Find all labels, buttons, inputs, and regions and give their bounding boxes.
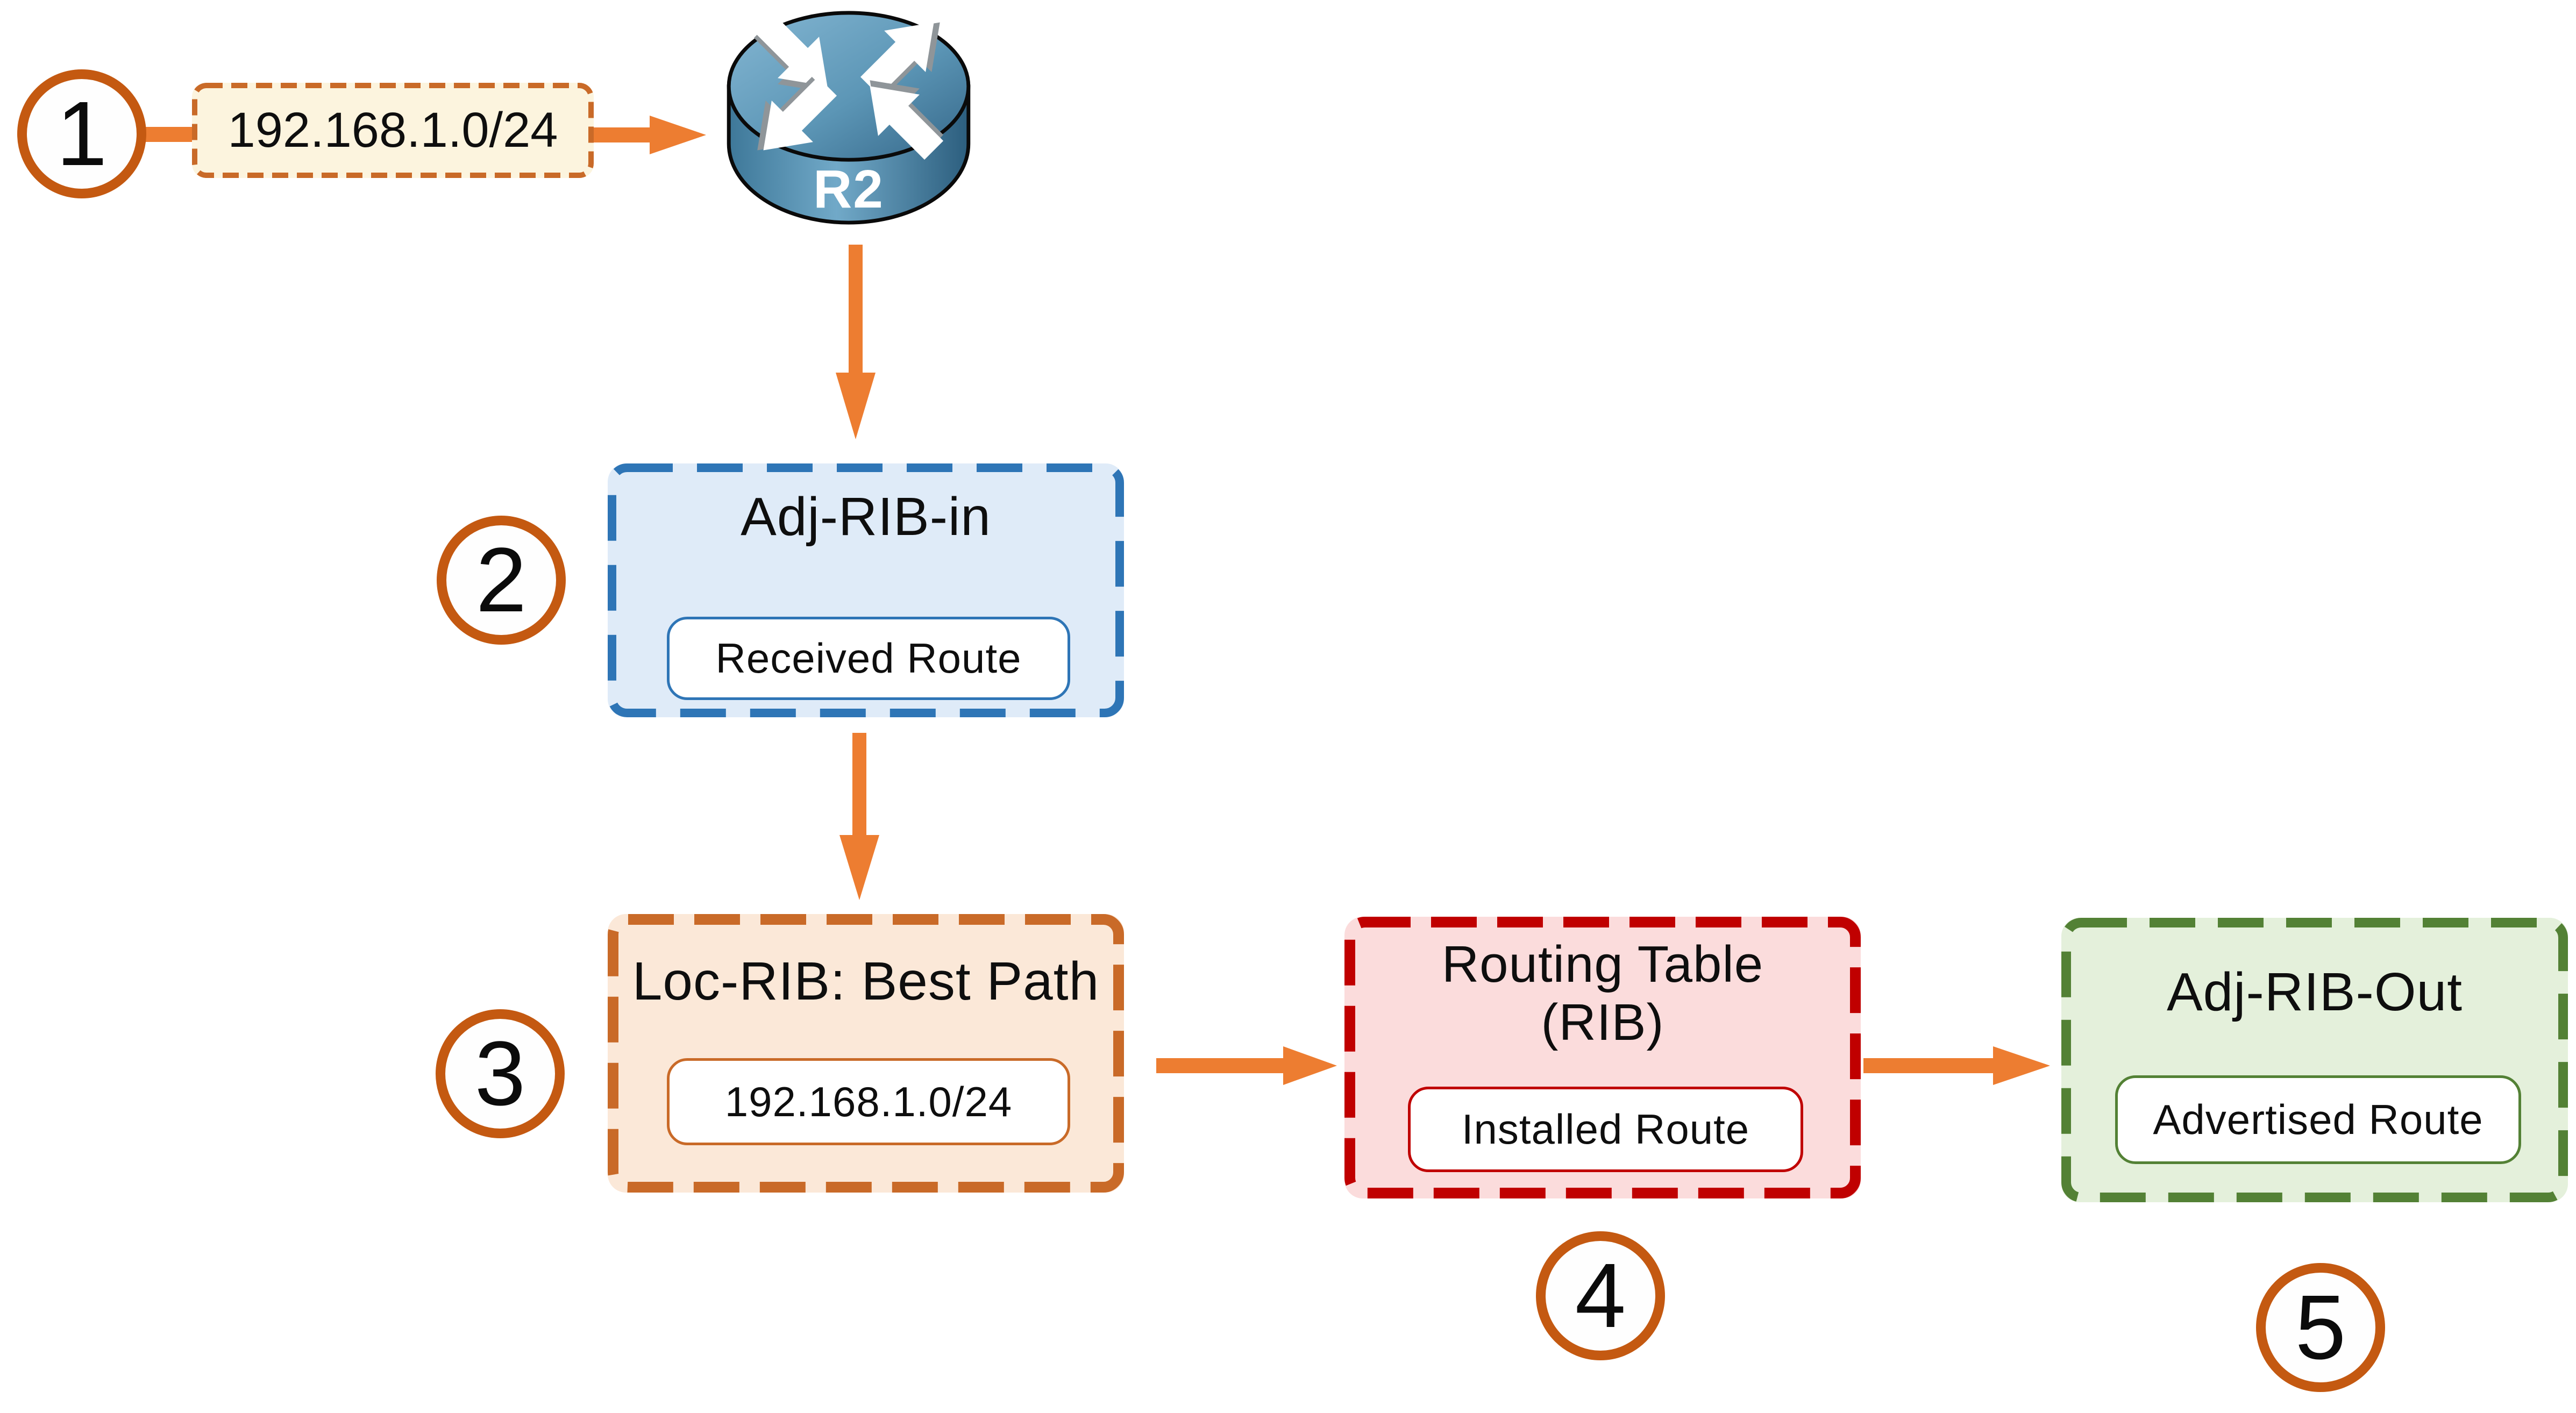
router-icon bbox=[727, 11, 971, 225]
routing-table-title-line2: (RIB) bbox=[1541, 993, 1664, 1051]
arrow-routing-table-to-adj-rib-out-icon bbox=[1863, 1046, 2050, 1085]
advertised-route-pill: Advertised Route bbox=[2115, 1075, 2521, 1164]
installed-route-pill: Installed Route bbox=[1408, 1087, 1803, 1172]
connector-step1-to-prefix bbox=[145, 127, 197, 142]
arrow-router-to-adj-rib-in-icon bbox=[836, 245, 876, 439]
routing-table-box: Routing Table (RIB) Installed Route bbox=[1344, 917, 1861, 1198]
step-badge-5: 5 bbox=[2256, 1263, 2385, 1392]
router-label: R2 bbox=[813, 159, 884, 219]
routing-table-title-line1: Routing Table bbox=[1441, 936, 1764, 993]
advertised-prefix-box: 192.168.1.0/24 bbox=[192, 83, 594, 178]
loc-rib-dashed-border bbox=[608, 914, 1124, 1193]
step-badge-3: 3 bbox=[436, 1009, 565, 1138]
routing-table-dashed-border bbox=[1344, 917, 1861, 1198]
adj-rib-out-dashed-border bbox=[2061, 918, 2568, 1202]
adj-rib-in-dashed-border bbox=[608, 463, 1124, 717]
prefix-box-dashed-border bbox=[192, 83, 594, 178]
step-number: 5 bbox=[2295, 1276, 2346, 1379]
adj-rib-in-box: Adj-RIB-in Received Route bbox=[608, 463, 1124, 717]
adj-rib-out-title: Adj-RIB-Out bbox=[2166, 962, 2463, 1022]
adj-rib-in-title: Adj-RIB-in bbox=[741, 487, 991, 547]
router-arrows-icon bbox=[753, 13, 944, 160]
step-number: 3 bbox=[474, 1023, 526, 1125]
loc-rib-box: Loc-RIB: Best Path 192.168.1.0/24 bbox=[608, 914, 1124, 1193]
arrow-adj-rib-in-to-loc-rib-icon bbox=[839, 733, 879, 900]
installed-route-label: Installed Route bbox=[1461, 1105, 1750, 1153]
best-path-pill: 192.168.1.0/24 bbox=[667, 1058, 1070, 1145]
adj-rib-out-box: Adj-RIB-Out Advertised Route bbox=[2061, 918, 2568, 1202]
step-number: 1 bbox=[56, 83, 108, 185]
prefix-label: 192.168.1.0/24 bbox=[227, 103, 558, 158]
step-number: 4 bbox=[1575, 1245, 1626, 1347]
step-badge-4: 4 bbox=[1536, 1231, 1665, 1360]
advertised-route-label: Advertised Route bbox=[2153, 1096, 2484, 1143]
routing-table-title: Routing Table (RIB) bbox=[1344, 936, 1861, 1051]
received-route-label: Received Route bbox=[715, 634, 1022, 682]
best-path-label: 192.168.1.0/24 bbox=[724, 1077, 1013, 1125]
received-route-pill: Received Route bbox=[667, 617, 1070, 700]
step-badge-2: 2 bbox=[437, 516, 566, 645]
step-badge-1: 1 bbox=[17, 69, 146, 198]
arrow-prefix-to-router-icon bbox=[594, 116, 706, 154]
step-number: 2 bbox=[475, 529, 527, 631]
arrow-loc-rib-to-routing-table-icon bbox=[1156, 1046, 1337, 1085]
loc-rib-title: Loc-RIB: Best Path bbox=[632, 951, 1100, 1011]
